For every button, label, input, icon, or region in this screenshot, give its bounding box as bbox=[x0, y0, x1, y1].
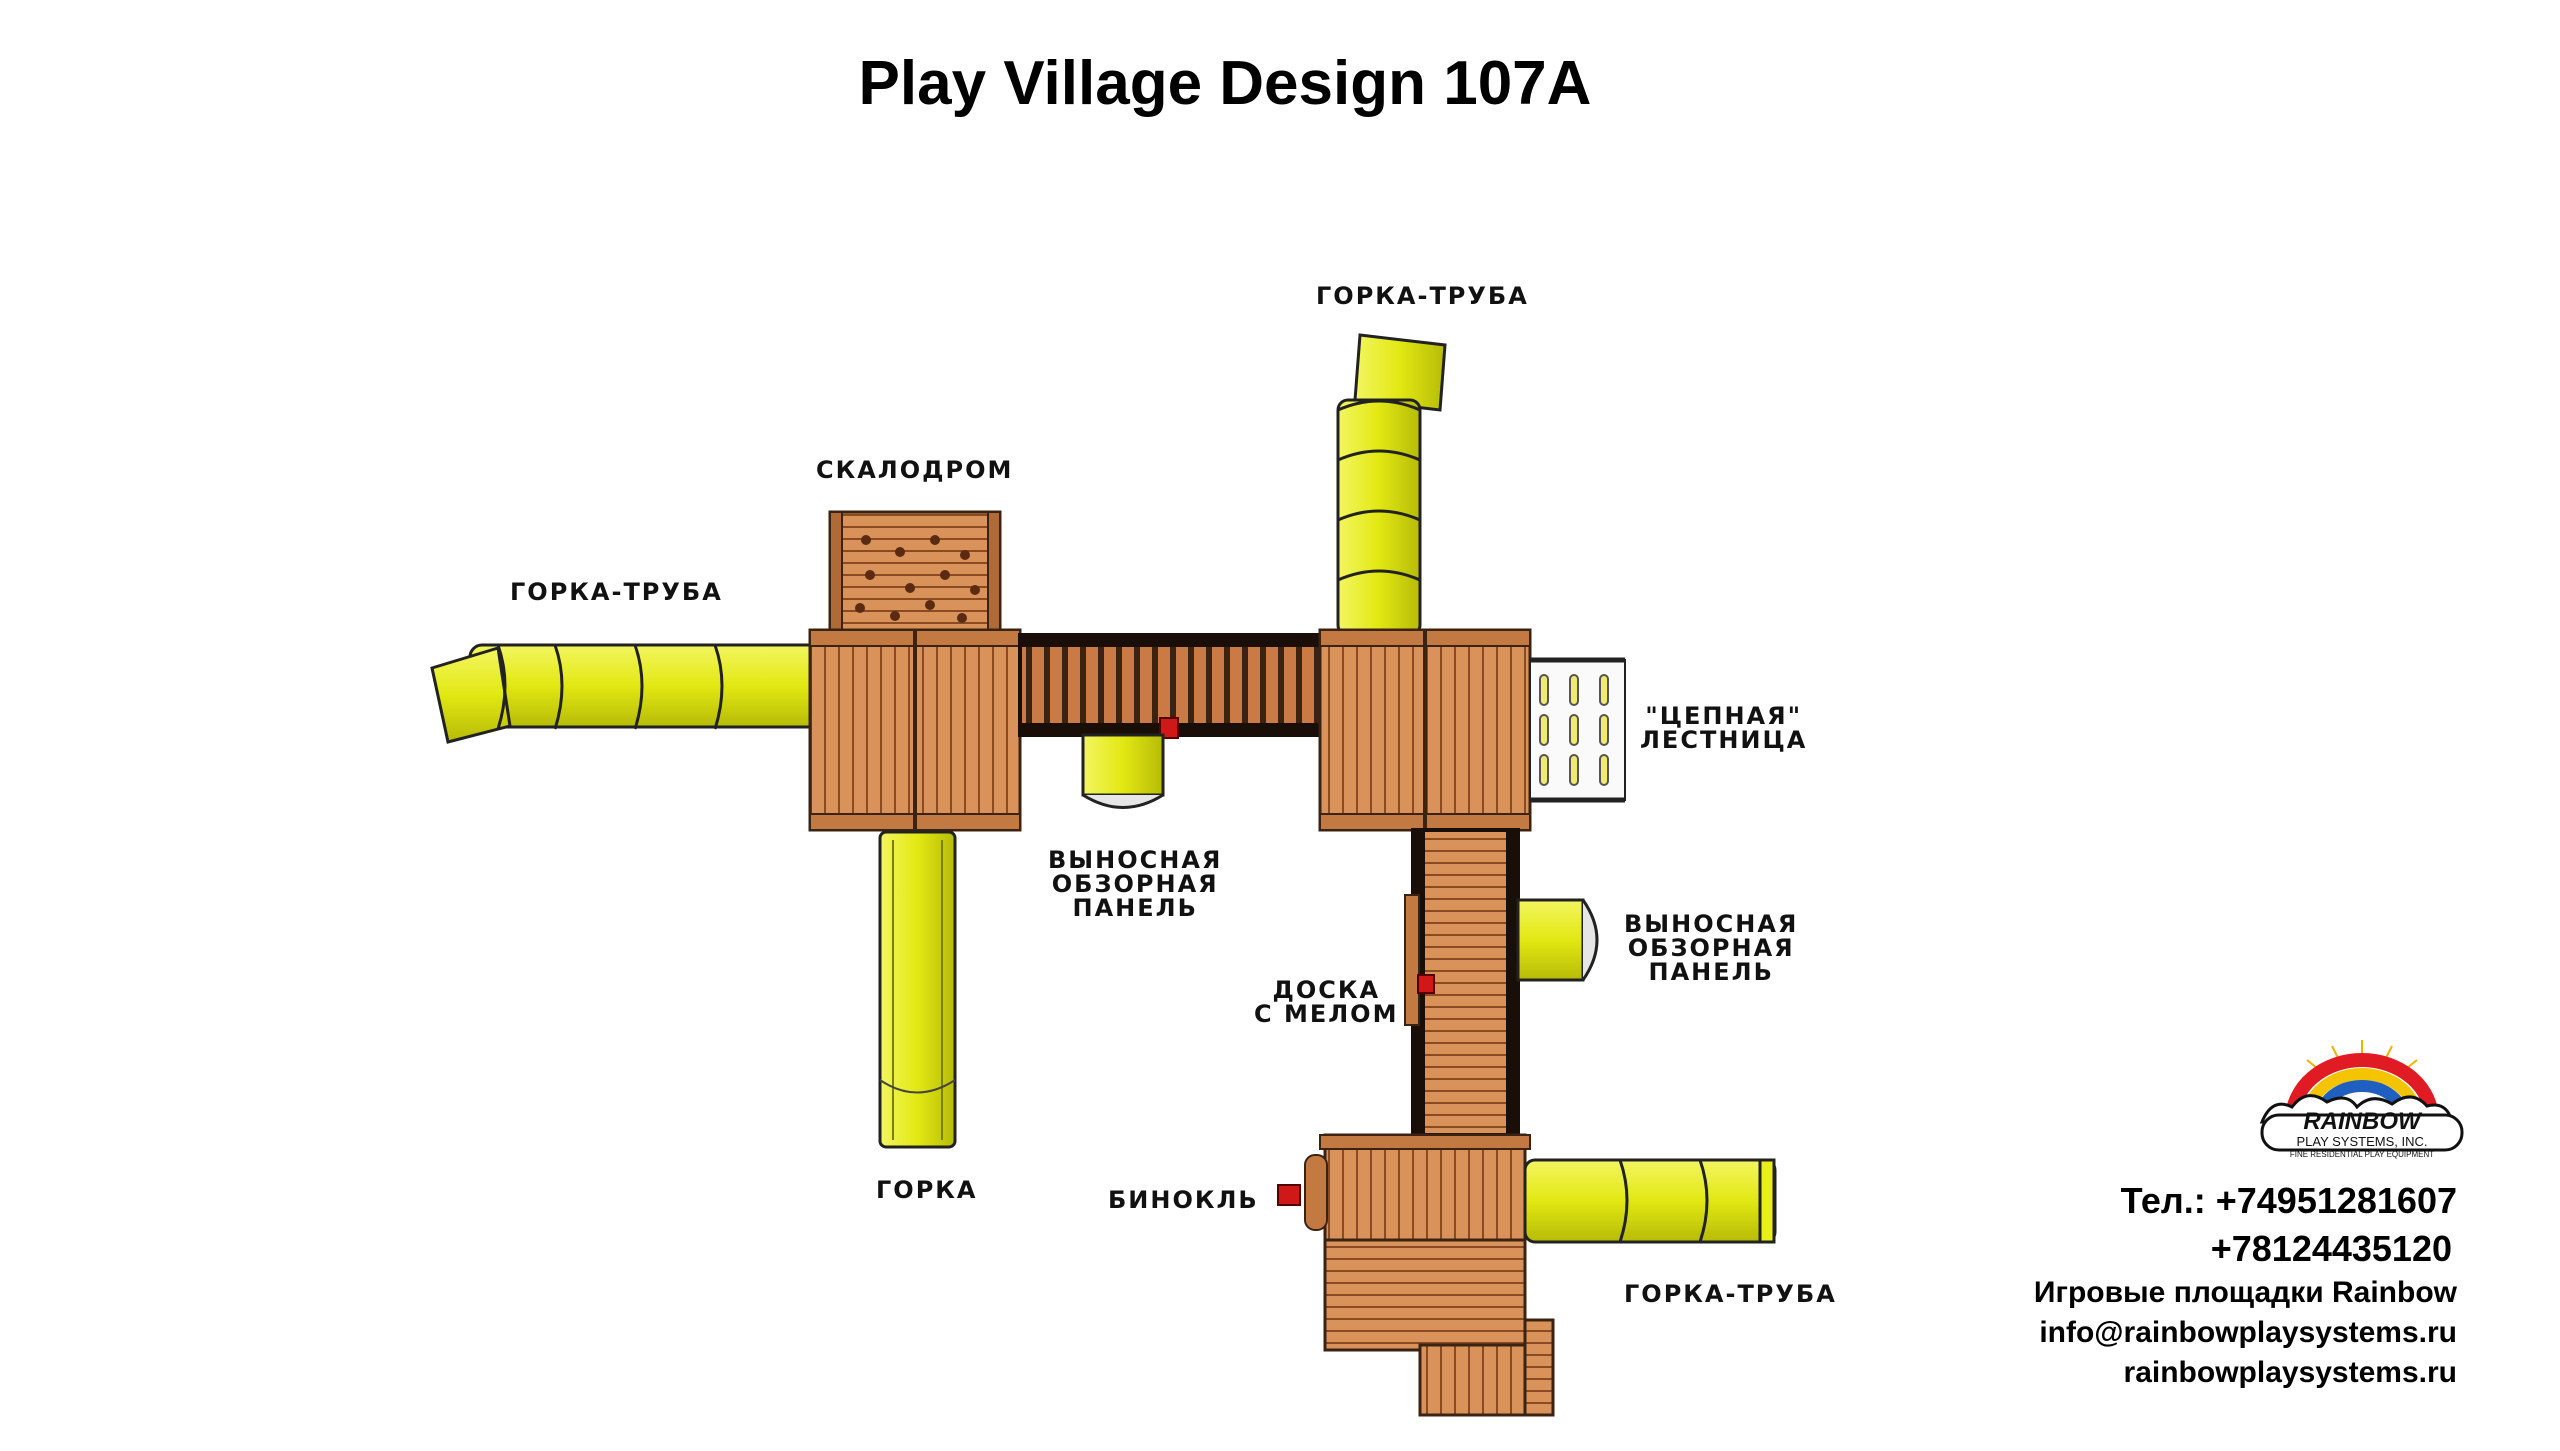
climbing-wall bbox=[828, 510, 1002, 632]
tube-slide-top bbox=[1336, 333, 1447, 637]
bridge-top bbox=[1018, 633, 1327, 739]
slide-straight bbox=[878, 830, 957, 1149]
viewing-panel-center-line2: ОБЗОРНАЯ bbox=[1051, 870, 1219, 898]
binoculars-label: БИНОКЛЬ bbox=[1108, 1186, 1259, 1214]
tube-slide-left bbox=[430, 643, 822, 744]
viewing-panel-right-line2: ОБЗОРНАЯ bbox=[1627, 934, 1795, 962]
contact-website[interactable]: rainbowplaysystems.ru bbox=[2123, 1356, 2457, 1389]
climbing-wall-label: СКАЛОДРОМ bbox=[816, 456, 1014, 484]
chalkboard-label: ДОСКА С МЕЛОМ bbox=[1254, 978, 1398, 1026]
left-tower bbox=[808, 628, 1022, 832]
viewing-panel-right-label: ВЫНОСНАЯ ОБЗОРНАЯ ПАНЕЛЬ bbox=[1624, 912, 1798, 984]
logo-tagline: FINE RESIDENTIAL PLAY EQUIPMENT bbox=[2289, 1150, 2435, 1159]
bottom-tower bbox=[1319, 1133, 1555, 1417]
slide-label: ГОРКА bbox=[876, 1176, 978, 1204]
tube-slide-bottom bbox=[1523, 1158, 1777, 1244]
viewing-panel-center-line1: ВЫНОСНАЯ bbox=[1048, 846, 1223, 874]
viewing-panel-right-line1: ВЫНОСНАЯ bbox=[1624, 910, 1799, 938]
viewing-panel-center bbox=[1081, 733, 1165, 809]
bridge-vertical bbox=[1404, 828, 1520, 1137]
contact-phone1: Тел.: +74951281607 bbox=[2120, 1180, 2457, 1221]
rainbow-logo-icon bbox=[2259, 1040, 2464, 1152]
chalkboard-label-line1: ДОСКА bbox=[1272, 976, 1381, 1004]
chain-ladder-label: "ЦЕПНАЯ" ЛЕСТНИЦА bbox=[1640, 704, 1807, 752]
tube-slide-top-label: ГОРКА-ТРУБА bbox=[1316, 282, 1529, 310]
binoculars bbox=[1277, 1154, 1328, 1231]
contact-email[interactable]: info@rainbowplaysystems.ru bbox=[2039, 1316, 2457, 1349]
chain-ladder-label-line2: ЛЕСТНИЦА bbox=[1640, 726, 1808, 754]
tube-slide-left-label: ГОРКА-ТРУБА bbox=[510, 578, 723, 606]
tube-slide-bottom-label: ГОРКА-ТРУБА bbox=[1624, 1280, 1837, 1308]
viewing-panel-right bbox=[1516, 898, 1599, 982]
contact-phone2: +78124435120 bbox=[2210, 1228, 2452, 1269]
chain-ladder bbox=[1529, 657, 1626, 803]
viewing-panel-right-line3: ПАНЕЛЬ bbox=[1648, 958, 1774, 986]
logo-company: PLAY SYSTEMS, INC. bbox=[2296, 1134, 2428, 1149]
right-tower bbox=[1318, 628, 1532, 832]
chalkboard-label-line2: С МЕЛОМ bbox=[1254, 1000, 1399, 1028]
page-title: Play Village Design 107A bbox=[858, 49, 1592, 118]
viewing-panel-center-label: ВЫНОСНАЯ ОБЗОРНАЯ ПАНЕЛЬ bbox=[1048, 848, 1222, 920]
logo-name: RAINBOW bbox=[2303, 1108, 2421, 1135]
contact-company: Игровые площадки Rainbow bbox=[2033, 1276, 2457, 1309]
chain-ladder-label-line1: "ЦЕПНАЯ" bbox=[1645, 702, 1803, 730]
viewing-panel-center-line3: ПАНЕЛЬ bbox=[1072, 894, 1198, 922]
